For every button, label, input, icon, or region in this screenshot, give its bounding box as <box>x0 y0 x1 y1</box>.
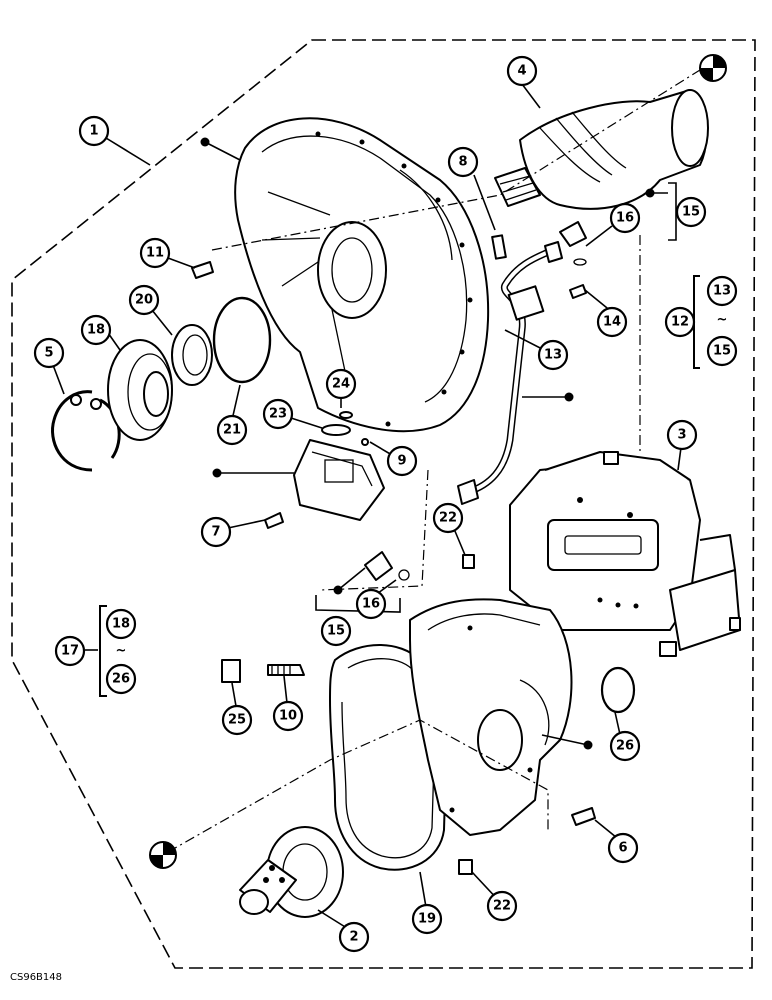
callout-18-main: 18 <box>80 314 112 346</box>
callout-11: 11 <box>139 237 171 269</box>
callout-6: 6 <box>607 832 639 864</box>
callout-22-middle: 22 <box>432 502 464 534</box>
callout-12: 12 <box>664 306 696 338</box>
callout-15-top: 15 <box>675 196 707 228</box>
svg-text:22: 22 <box>493 899 511 914</box>
pump-housing <box>409 598 573 836</box>
pump-end <box>239 826 344 918</box>
o-ring-26 <box>600 666 636 714</box>
callout-20: 20 <box>128 284 160 316</box>
svg-text:3: 3 <box>677 428 686 443</box>
callout-9: 9 <box>386 445 418 477</box>
callout-10: 10 <box>272 700 304 732</box>
svg-text:9: 9 <box>397 454 406 469</box>
svg-text:26: 26 <box>112 672 130 687</box>
callout-13-bracket: 13 <box>706 275 738 307</box>
bolt-and-nut <box>221 659 305 683</box>
fittings <box>364 221 587 581</box>
svg-text:15: 15 <box>682 205 700 220</box>
svg-text:19: 19 <box>418 912 436 927</box>
cover-plate <box>293 439 385 521</box>
bracket-17 <box>99 605 107 697</box>
callout-26-ring: 26 <box>609 730 641 762</box>
shaft-unit <box>494 89 709 210</box>
svg-text:12: 12 <box>671 315 689 330</box>
valve-block <box>509 451 741 657</box>
callout-22-bottom: 22 <box>486 890 518 922</box>
svg-text:2: 2 <box>349 930 358 945</box>
svg-text:21: 21 <box>223 423 241 438</box>
callout-5: 5 <box>33 337 65 369</box>
callout-18-bracket: 18 <box>105 608 137 640</box>
svg-text:25: 25 <box>228 713 246 728</box>
svg-text:14: 14 <box>603 315 621 330</box>
range-mark-12: ~ <box>717 313 728 328</box>
o-rings-small <box>321 411 369 446</box>
oil-seal <box>171 324 213 386</box>
callout-3: 3 <box>666 419 698 451</box>
register-mark-top <box>699 54 727 82</box>
callout-7: 7 <box>200 516 232 548</box>
svg-text:16: 16 <box>616 211 634 226</box>
svg-text:17: 17 <box>61 644 79 659</box>
callout-1: 1 <box>78 115 110 147</box>
svg-text:15: 15 <box>713 344 731 359</box>
svg-text:13: 13 <box>713 284 731 299</box>
hydraulic-tube <box>457 241 563 505</box>
bearing <box>107 339 173 441</box>
svg-text:15: 15 <box>327 624 345 639</box>
svg-text:11: 11 <box>146 246 164 261</box>
callout-14: 14 <box>596 306 628 338</box>
snap-ring <box>51 390 121 472</box>
svg-text:8: 8 <box>458 155 467 170</box>
svg-text:16: 16 <box>362 597 380 612</box>
callout-4: 4 <box>506 55 538 87</box>
callout-2: 2 <box>338 921 370 953</box>
svg-text:5: 5 <box>44 346 53 361</box>
drawing-code: CS96B148 <box>10 972 62 983</box>
svg-text:26: 26 <box>616 739 634 754</box>
o-ring-large <box>212 296 272 384</box>
centerline-bottom <box>167 719 549 853</box>
callout-17: 17 <box>54 635 86 667</box>
callout-23: 23 <box>262 398 294 430</box>
svg-text:4: 4 <box>517 64 526 79</box>
svg-text:20: 20 <box>135 293 153 308</box>
svg-text:7: 7 <box>211 525 220 540</box>
svg-text:1: 1 <box>89 124 98 139</box>
bell-housing <box>234 117 490 433</box>
screws <box>191 234 596 875</box>
callout-13-tube: 13 <box>537 339 569 371</box>
callout-26-bracket: 26 <box>105 663 137 695</box>
svg-text:6: 6 <box>618 841 627 856</box>
callout-15-bottom: 15 <box>320 615 352 647</box>
callout-24: 24 <box>325 368 357 400</box>
centerline-plug <box>319 469 429 591</box>
callout-16-bottom: 16 <box>355 588 387 620</box>
callout-8: 8 <box>447 146 479 178</box>
register-mark-bottom <box>149 841 177 869</box>
svg-text:10: 10 <box>279 709 297 724</box>
callout-21: 21 <box>216 414 248 446</box>
svg-text:23: 23 <box>269 407 287 422</box>
svg-text:22: 22 <box>439 511 457 526</box>
callout-15-bracket: 15 <box>706 335 738 367</box>
svg-text:13: 13 <box>544 348 562 363</box>
range-mark-17: ~ <box>116 644 127 659</box>
assembly-boundary <box>11 39 756 969</box>
callout-25: 25 <box>221 704 253 736</box>
svg-text:24: 24 <box>332 377 350 392</box>
callout-16-top: 16 <box>609 202 641 234</box>
callout-19: 19 <box>411 903 443 935</box>
svg-text:18: 18 <box>112 617 130 632</box>
svg-text:18: 18 <box>87 323 105 338</box>
